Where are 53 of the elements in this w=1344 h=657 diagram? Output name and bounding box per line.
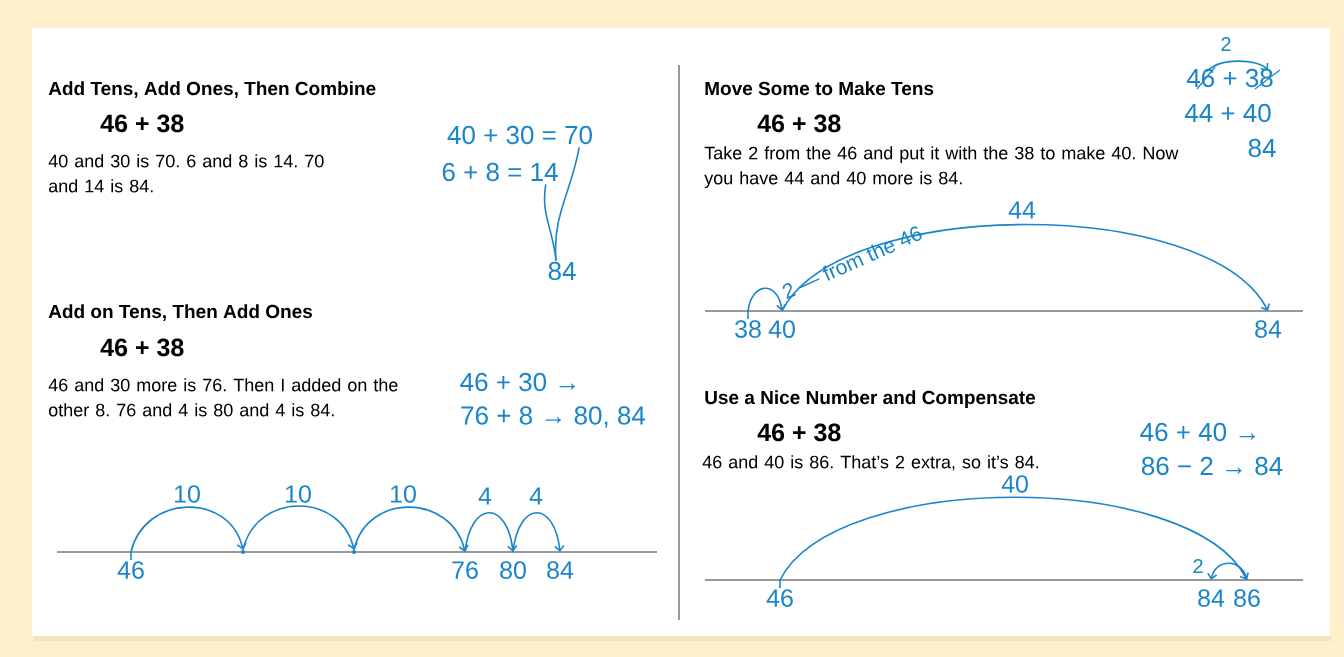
explanation-text: 46 and 30 more is 76. Then I added on the other 8. 76 and 4 is 80 and 4 is 84. — [48, 378, 398, 417]
explanation-text: Take 2 from the 46 and put it with the 38 to make 40. Now you have 44 and 40 more is 84. — [704, 146, 1179, 188]
handwritten-note: 6 + 8 = 14 — [442, 162, 558, 182]
section-heading: Add Tens, Add Ones, Then Combine — [48, 81, 376, 98]
edge-label: 4 — [477, 486, 493, 506]
number-line-label: 76 — [452, 561, 478, 579]
edge-label: 10 — [172, 484, 202, 504]
jump-arrow — [512, 511, 565, 553]
handwritten-note: 86 − 2 → 84 — [1141, 456, 1283, 476]
edge-label: 4 — [528, 486, 544, 506]
jump-arrow — [130, 506, 247, 561]
edge-label: 2 — [1191, 558, 1205, 574]
number-line-label: 46 — [117, 561, 144, 579]
handwritten-note: 84 — [548, 261, 576, 281]
edge-label: 10 — [283, 484, 313, 504]
section-heading: Add on Tens, Then Add Ones — [48, 304, 312, 321]
number-line-label: 84 — [547, 561, 574, 579]
number-line-label: 46 — [766, 589, 793, 607]
number-line-point — [352, 550, 356, 554]
handwritten-note: 40 + 30 = 70 — [447, 125, 592, 145]
jump-arrow — [781, 223, 1270, 312]
section-heading: Move Some to Make Tens — [705, 81, 934, 96]
number-line-label: 84 — [1198, 589, 1225, 607]
section-heading: Use a Nice Number and Compensate — [705, 390, 1036, 408]
handwritten-note: 46 + 40 → — [1140, 422, 1256, 442]
jump-arrow — [242, 505, 358, 551]
number-line-label: 40 — [768, 320, 795, 338]
handwritten-note: 46 + 30 → — [460, 372, 576, 392]
jump-arrow — [1207, 562, 1248, 581]
explanation-text: 40 and 30 is 70. 6 and 8 is 14. 70 and 14 is 84. — [48, 154, 324, 193]
number-line-point — [241, 550, 245, 554]
edge-label: 44 — [1007, 200, 1037, 220]
edge-label: 2 — [1219, 36, 1233, 52]
handwritten-note: 44 + 40 — [1184, 103, 1271, 123]
jump-arrow — [1206, 60, 1269, 73]
connector-line — [554, 146, 580, 262]
number-line-label: 80 — [500, 561, 526, 579]
jump-arrow — [353, 506, 469, 552]
edge-label: 10 — [388, 484, 418, 504]
problem-expression: 46 + 38 — [757, 114, 841, 133]
handwritten-note: 76 + 8 → 80, 84 — [461, 406, 646, 428]
problem-expression: 46 + 38 — [100, 114, 184, 133]
number-line-label: 86 — [1234, 589, 1260, 607]
jump-arrow — [464, 511, 518, 553]
problem-expression: 46 + 38 — [757, 423, 841, 442]
number-line-label: 38 — [735, 320, 761, 338]
jump-arrow — [779, 496, 1249, 589]
problem-expression: 46 + 38 — [100, 338, 184, 357]
edge-label: 40 — [1000, 474, 1030, 494]
explanation-text: 46 and 40 is 86. That’s 2 extra, so it’s 84. — [702, 455, 1038, 471]
jump-arrow — [747, 287, 787, 320]
number-line-label: 84 — [1255, 320, 1282, 338]
handwritten-note: 84 — [1248, 138, 1276, 158]
